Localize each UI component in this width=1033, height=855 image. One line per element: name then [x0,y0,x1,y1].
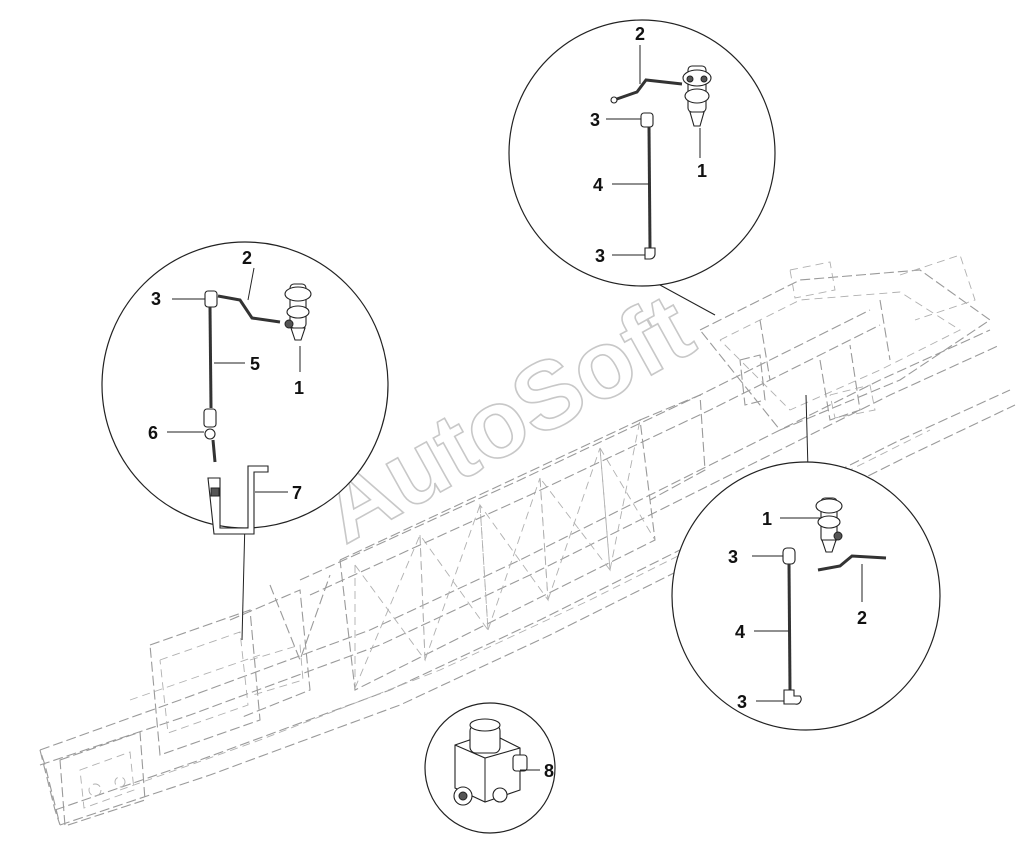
valve-assembly-1 [815,497,843,553]
callout-2-top: 2 [635,24,645,44]
rod-5 [208,306,213,409]
joint-6 [203,408,217,428]
rod-4 [647,126,652,249]
callout-3-top-upper: 3 [590,110,600,130]
callout-1-top: 1 [697,161,707,181]
callout-1-right: 1 [762,509,772,529]
callout-6-left: 6 [148,423,158,443]
detail-circle-left: 2 3 5 1 6 7 [101,241,389,535]
callout-2-left: 2 [242,248,252,268]
callout-8-bottom: 8 [544,761,554,781]
callout-3-right-lower: 3 [737,692,747,712]
callout-7-left: 7 [292,483,302,503]
valve-assembly-1 [284,283,312,341]
lever-2 [817,554,887,572]
valve-assembly-1 [682,65,712,127]
callout-3-left: 3 [151,289,161,309]
lever-2 [613,78,683,102]
detail-circle-right: 1 3 2 4 3 [671,461,941,731]
detail-circle-bottom: 8 [424,702,556,834]
callout-3-right-upper: 3 [728,547,738,567]
callout-5-left: 5 [250,354,260,374]
joint-3 [204,290,218,308]
lever-2 [217,294,281,324]
rod-4 [787,563,792,691]
joint-3-lower [644,247,656,260]
callout-4-top: 4 [593,175,603,195]
chassis-frame [39,254,1016,827]
joint-3-lower [783,689,802,705]
callout-4-right: 4 [735,622,745,642]
valve-block-8 [453,718,528,806]
callout-3-top-lower: 3 [595,246,605,266]
bracket-7 [207,465,269,535]
detail-leader-lines [241,284,809,641]
detail-circle-top: 2 3 1 4 3 [508,19,776,287]
joint-3-upper [640,112,654,128]
callout-1-left: 1 [294,378,304,398]
callout-2-right: 2 [857,608,867,628]
joint-3-upper [782,547,796,565]
